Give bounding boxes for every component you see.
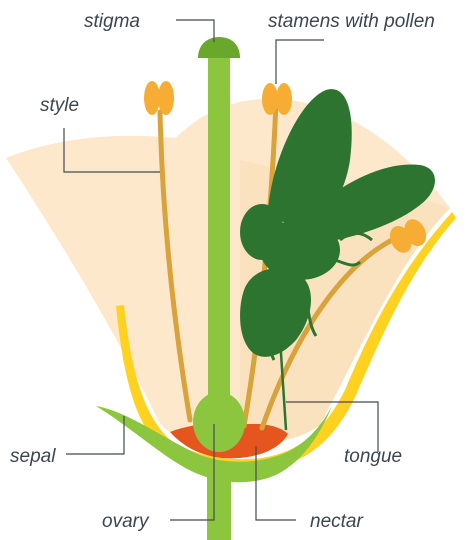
pistil-style [208, 58, 230, 418]
leader-stigma [176, 20, 214, 42]
stigma [198, 37, 240, 58]
label-stigma: stigma [84, 11, 140, 32]
label-tongue: tongue [344, 446, 402, 467]
label-sepal: sepal [10, 446, 56, 467]
stem [207, 470, 231, 540]
leader-sepal [66, 416, 124, 454]
ovary [193, 392, 245, 452]
label-stamens-with-pollen: stamens with pollen [268, 11, 435, 32]
label-ovary: ovary [102, 511, 150, 532]
label-nectar: nectar [310, 511, 363, 532]
label-style: style [40, 95, 79, 116]
leader-stamens [276, 40, 324, 84]
